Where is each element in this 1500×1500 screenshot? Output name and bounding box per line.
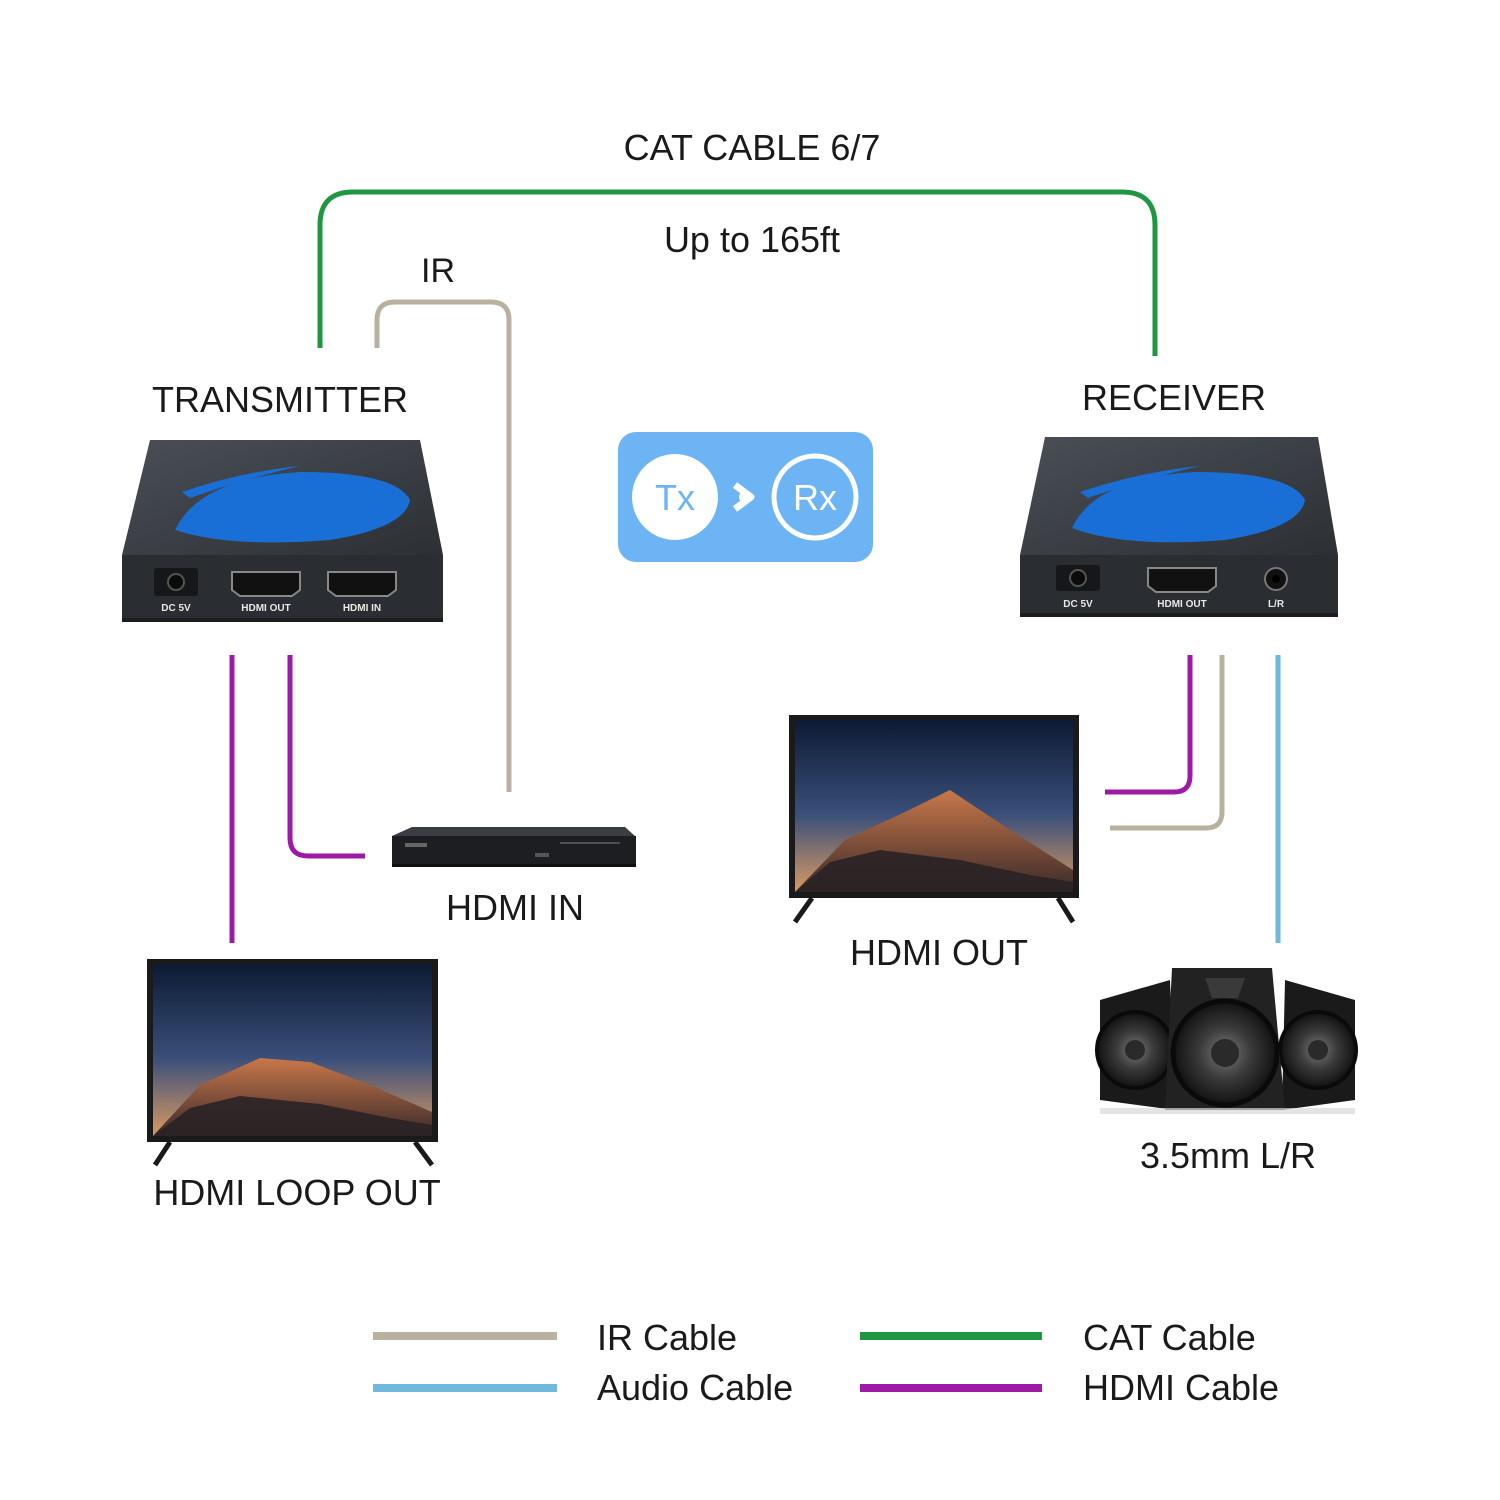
rx-port-hdmi-out: HDMI OUT [1157,599,1206,610]
legend: IR Cable CAT Cable Audio Cable HDMI Cabl… [373,1317,1279,1408]
receiver-device: DC 5V HDMI OUT L/R [1020,437,1338,617]
hdmi-out-label: HDMI OUT [850,932,1028,973]
receiver-title: RECEIVER [1082,377,1266,418]
transmitter-device: DC 5V HDMI OUT HDMI IN [122,440,443,622]
hdmi-in-cable-line [287,655,365,859]
cat-cable-line [317,189,1158,356]
rx-port-lr: L/R [1268,599,1285,610]
tv-hdmi-out [789,715,1079,924]
hdmi-loop-out-label: HDMI LOOP OUT [153,1172,440,1213]
hdmi-out-cable-line [1105,655,1193,795]
rx-port-dc: DC 5V [1063,599,1093,610]
arrow-right-icon [732,482,755,512]
rx-label: Rx [793,477,837,518]
ir-rx-cable-line [1110,655,1225,831]
tx-label: Tx [655,477,695,518]
tx-port-hdmi-in: HDMI IN [343,603,381,614]
legend-hdmi-label: HDMI Cable [1083,1367,1279,1408]
ir-cable-line [374,299,512,792]
transmitter-logo-swoosh [175,472,410,543]
transmitter-title: TRANSMITTER [152,379,408,420]
cat-cable-distance: Up to 165ft [664,219,840,260]
rx-circle [771,453,859,541]
hdmi-in-label: HDMI IN [446,887,584,928]
cat-cable-title: CAT CABLE 6/7 [624,127,881,168]
audio-out-label: 3.5mm L/R [1140,1135,1316,1176]
tx-port-dc: DC 5V [161,603,191,614]
tx-circle [632,454,718,540]
legend-ir-label: IR Cable [597,1317,737,1358]
tv-hdmi-loop-out [147,959,438,1167]
ir-label: IR [421,252,455,290]
tx-port-hdmi-out: HDMI OUT [241,603,290,614]
tx-rx-badge: Tx Rx [618,432,873,562]
legend-audio-label: Audio Cable [597,1367,793,1408]
media-player-device [392,827,636,867]
legend-cat-label: CAT Cable [1083,1317,1256,1358]
speakers-device [1095,968,1358,1114]
receiver-logo-swoosh [1072,472,1305,543]
